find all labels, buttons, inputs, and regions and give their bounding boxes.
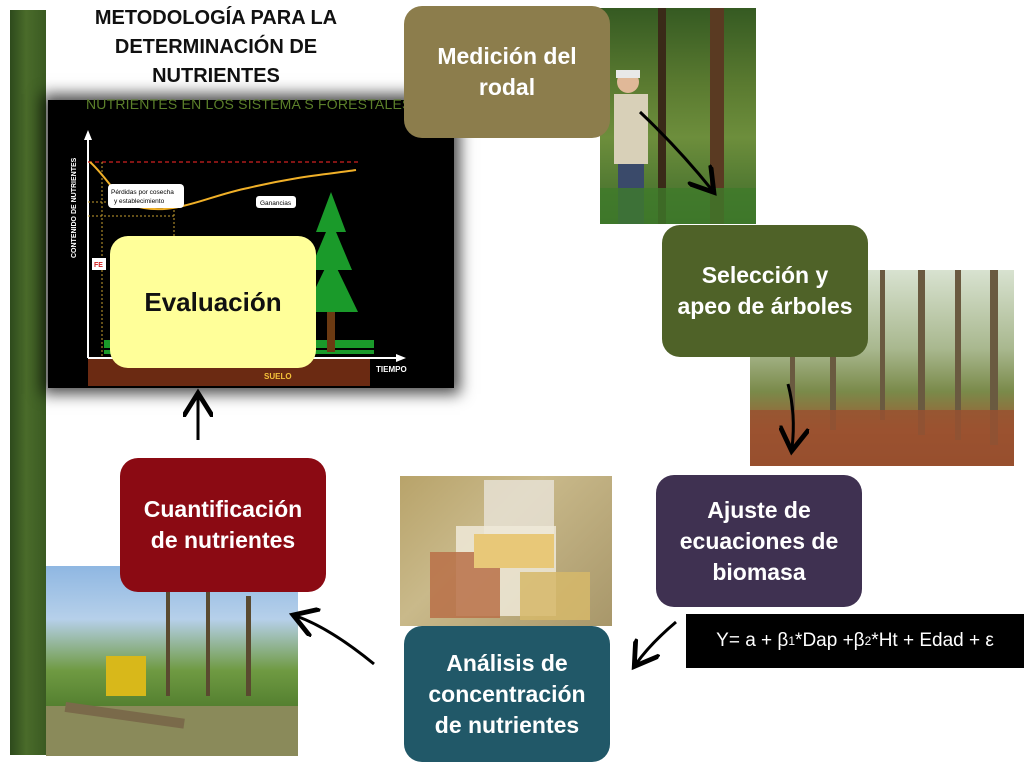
y-axis-arrow (84, 130, 92, 140)
stand-measurement-illustration (600, 8, 756, 224)
left-decorative-bar (10, 10, 46, 755)
losses-label: Pérdidas por cosecha y establecimiento (111, 189, 176, 205)
formula-part1: Y= a + β (716, 630, 789, 651)
chart-title: NUTRIENTES EN LOS SISTEMA S FORESTALES (86, 96, 412, 112)
step-tree-selection: Selección y apeo de árboles (662, 225, 868, 357)
sample-bags-illustration (430, 480, 590, 620)
gains-label: Ganancias (260, 200, 292, 207)
arrow-equations-to-analysis (636, 620, 677, 664)
photo-sample-bags (400, 476, 612, 626)
tree-bottom (304, 256, 358, 312)
x-axis-label: TIEMPO (376, 365, 407, 374)
formula-part2: *Dap +β (795, 630, 865, 651)
formula-sub1: 1 (788, 634, 796, 648)
losses-box (108, 184, 184, 208)
tree-top (316, 192, 346, 232)
fe-marker (92, 258, 106, 270)
formula-sub2: 2 (864, 634, 872, 648)
formula-part3: *Ht + Edad + ε (871, 630, 994, 651)
step-nutrient-analysis: Análisis de concentración de nutrientes (404, 626, 610, 762)
y-axis-label: CONTENIDO DE NUTRIENTES (71, 157, 78, 258)
photo-stand-measurement (600, 8, 756, 224)
arrow-analysis-to-quantification (296, 616, 375, 666)
step-stand-measurement: Medición del rodal (404, 6, 610, 138)
step-evaluation: Evaluación (110, 236, 316, 368)
fe-label: FE (94, 262, 103, 269)
step-nutrient-quantification: Cuantificación de nutrientes (120, 458, 326, 592)
photo-harvest-site (46, 566, 298, 756)
x-axis-arrow (396, 354, 406, 362)
gains-box (256, 196, 296, 208)
tree-middle (310, 220, 352, 270)
soil-label: SUELO (264, 372, 292, 381)
step-biomass-equations: Ajuste de ecuaciones de biomasa (656, 475, 862, 607)
harvest-site-illustration (46, 576, 298, 756)
tree-trunk (327, 312, 335, 352)
page-title: METODOLOGÍA PARA LA DETERMINACIÓN DE NUT… (94, 7, 338, 87)
